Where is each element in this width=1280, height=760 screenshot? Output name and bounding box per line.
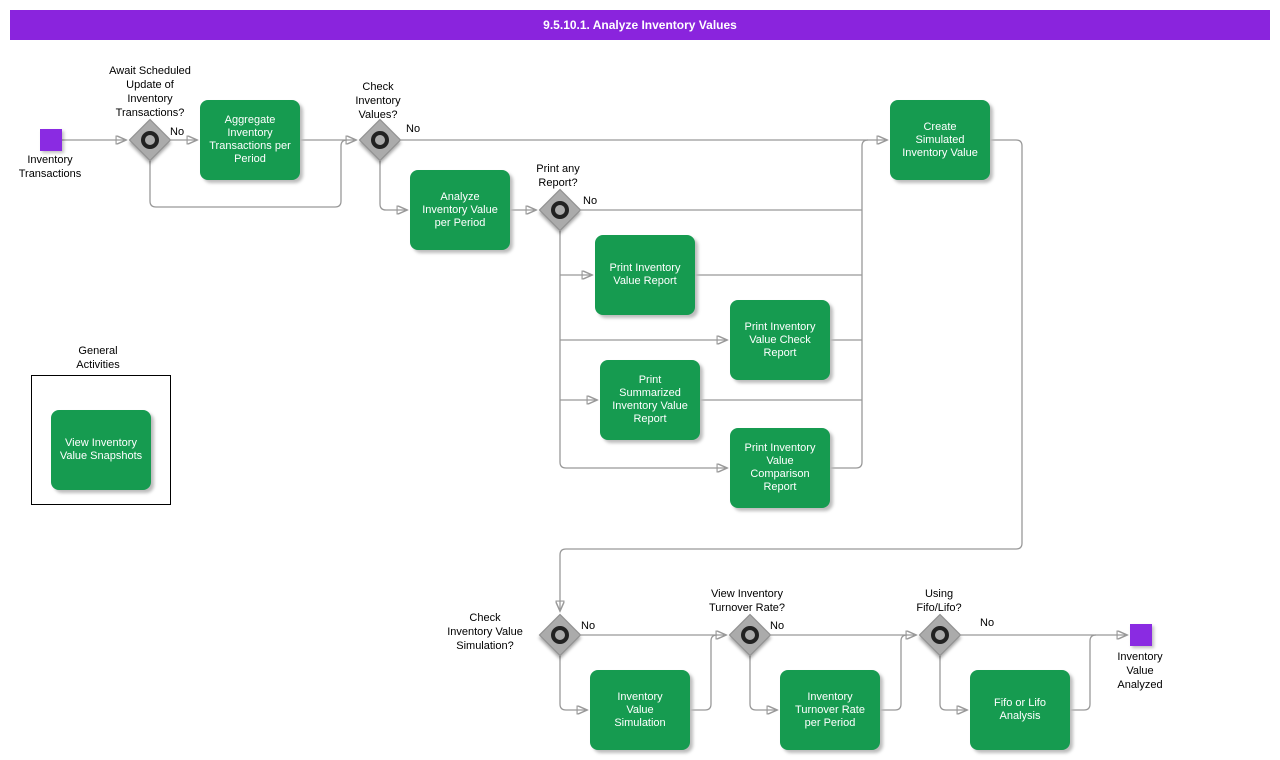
gateway-circle-icon: [741, 626, 759, 644]
connector-simulation-out: [690, 634, 718, 711]
gateway-using-fifo-label: Using Fifo/Lifo?: [916, 588, 962, 614]
no-label-check-values: No: [406, 123, 421, 135]
task-inventory-turnover-rate[interactable]: Inventory Turnover Rate per Period: [780, 670, 880, 750]
task-label: Inventory Value Simulation: [614, 690, 666, 729]
task-label: Print Inventory Value Check Report: [744, 320, 816, 359]
gateway-circle-icon: [371, 131, 389, 149]
task-print-inventory-value-report[interactable]: Print Inventory Value Report: [595, 235, 695, 315]
connector-turnover-to-task: [749, 656, 776, 710]
gateway-circle-icon: [551, 626, 569, 644]
task-create-simulated-inventory-value[interactable]: Create Simulated Inventory Value: [890, 100, 990, 180]
connector-turnover-out: [880, 634, 908, 711]
gateway-using-fifo: [918, 613, 962, 657]
gateway-circle-icon: [551, 201, 569, 219]
general-activities-label: General Activities: [76, 345, 120, 371]
task-label: Print Inventory Value Report: [609, 262, 681, 287]
gateway-view-turnover-label: View Inventory Turnover Rate?: [708, 588, 786, 614]
task-print-inventory-value-comparison-report[interactable]: Print Inventory Value Comparison Report: [730, 428, 830, 508]
gateway-check-values: [358, 118, 402, 162]
task-fifo-or-lifo-analysis[interactable]: Fifo or Lifo Analysis: [970, 670, 1070, 750]
connector-comparison-report-out-bus: [830, 139, 869, 469]
connector-checksim-to-simulation: [559, 656, 586, 710]
task-label: Aggregate Inventory Transactions per Per…: [209, 114, 291, 165]
task-inventory-value-simulation[interactable]: Inventory Value Simulation: [590, 670, 690, 750]
task-label: View Inventory Value Snapshots: [59, 437, 143, 462]
diagram-title-bar: 9.5.10.1. Analyze Inventory Values: [10, 10, 1270, 40]
task-label: Print Inventory Value Comparison Report: [744, 442, 816, 493]
task-label: Inventory Turnover Rate per Period: [795, 690, 865, 729]
task-label: Print Summarized Inventory Value Report: [612, 374, 688, 425]
end-event-label: Inventory Value Analyzed: [1117, 651, 1163, 691]
gateway-circle-icon: [141, 131, 159, 149]
gateway-check-simulation: [538, 613, 582, 657]
gateway-await-update-label: Await Scheduled Update of Inventory Tran…: [109, 65, 191, 119]
task-analyze-inventory-value[interactable]: Analyze Inventory Value per Period: [410, 170, 510, 250]
no-label-using-fifo: No: [980, 617, 995, 629]
gateway-circle-icon: [931, 626, 949, 644]
task-print-inventory-value-check-report[interactable]: Print Inventory Value Check Report: [730, 300, 830, 380]
gateway-view-turnover: [728, 613, 772, 657]
gateway-check-simulation-label: Check Inventory Value Simulation?: [447, 612, 523, 652]
task-view-inventory-value-snapshots[interactable]: View Inventory Value Snapshots: [51, 410, 151, 490]
gateway-await-update: [128, 118, 172, 162]
connector-checkvalues-to-analyze: [379, 161, 406, 210]
no-label-await: No: [170, 126, 185, 138]
task-print-summarized-inventory-value-report[interactable]: Print Summarized Inventory Value Report: [600, 360, 700, 440]
connector-fifo-to-task: [939, 656, 966, 710]
gateway-print-any: [538, 188, 582, 232]
start-event-square: [40, 129, 62, 151]
no-label-print-any: No: [583, 195, 598, 207]
no-label-view-turnover: No: [770, 620, 785, 632]
start-event-label: Inventory Transactions: [18, 154, 82, 180]
task-label: Create Simulated Inventory Value: [902, 120, 978, 159]
gateway-check-values-label: Check Inventory Values?: [355, 81, 401, 121]
diagram-title: 9.5.10.1. Analyze Inventory Values: [543, 18, 737, 32]
no-label-check-simulation: No: [581, 620, 596, 632]
task-aggregate-inventory-transactions[interactable]: Aggregate Inventory Transactions per Per…: [200, 100, 300, 180]
task-label: Analyze Inventory Value per Period: [422, 190, 498, 229]
gateway-print-any-label: Print any Report?: [536, 163, 580, 189]
task-label: Fifo or Lifo Analysis: [994, 697, 1046, 722]
end-event-square: [1130, 624, 1152, 646]
